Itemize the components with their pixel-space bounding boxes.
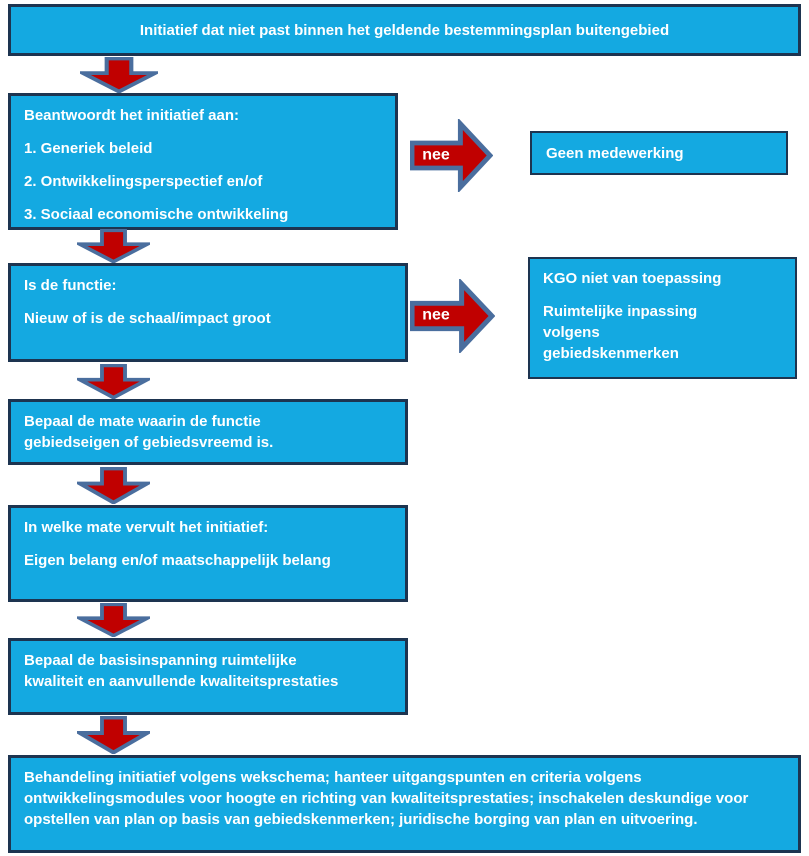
functie-box: Is de functie: Nieuw of is de schaal/imp… (8, 263, 408, 362)
nee-label-2: nee (422, 306, 450, 324)
title-box: Initiatief dat niet past binnen het geld… (8, 4, 801, 56)
right-arrow-icon (410, 279, 495, 353)
down-arrow-icon (77, 229, 150, 263)
behandeling-box: Behandeling initiatief volgens wekschema… (8, 755, 801, 853)
geen-medewerking-text: Geen medewerking (546, 144, 684, 162)
kgo-heading: KGO niet van toepassing (543, 270, 722, 287)
criteria-heading: Beantwoordt het initiatief aan: (24, 107, 240, 124)
down-arrow-icon (80, 57, 158, 93)
kgo-box: KGO niet van toepassing Ruimtelijke inpa… (528, 257, 797, 379)
down-arrow-2 (77, 229, 150, 263)
vervult-heading: In welke mate vervult het initiatief: (24, 519, 269, 536)
mate-text: Bepaal de mate waarin de functie gebieds… (24, 413, 274, 451)
behandeling-text: Behandeling initiatief volgens wekschema… (24, 769, 749, 828)
criteria-item-1: 1. Generiek beleid (24, 140, 153, 157)
criteria-box: Beantwoordt het initiatief aan: 1. Gener… (8, 93, 398, 230)
down-arrow-icon (77, 716, 150, 754)
down-arrow-1 (80, 57, 158, 93)
vervult-text: Eigen belang en/of maatschappelijk belan… (24, 552, 331, 569)
right-arrow-icon (410, 119, 493, 192)
down-arrow-4 (77, 467, 150, 504)
down-arrow-icon (77, 603, 150, 637)
criteria-item-2: 2. Ontwikkelingsperspectief en/of (24, 173, 263, 190)
basisinspanning-text: Bepaal de basisinspanning ruimtelijke kw… (24, 652, 339, 690)
title-text: Initiatief dat niet past binnen het geld… (139, 21, 670, 39)
down-arrow-6 (77, 716, 150, 754)
mate-box: Bepaal de mate waarin de functie gebieds… (8, 399, 408, 465)
down-arrow-3 (77, 364, 150, 399)
geen-medewerking-box: Geen medewerking (530, 131, 788, 175)
down-arrow-icon (77, 467, 150, 504)
basisinspanning-box: Bepaal de basisinspanning ruimtelijke kw… (8, 638, 408, 715)
kgo-text: Ruimtelijke inpassing volgens gebiedsken… (543, 303, 698, 362)
nee-label-1: nee (422, 145, 450, 163)
nee-arrow-1: nee (410, 119, 493, 192)
criteria-item-3: 3. Sociaal economische ontwikkeling (24, 206, 289, 223)
down-arrow-icon (77, 364, 150, 399)
nee-arrow-2: nee (410, 279, 495, 353)
functie-heading: Is de functie: (24, 277, 117, 294)
down-arrow-5 (77, 603, 150, 637)
functie-text: Nieuw of is de schaal/impact groot (24, 310, 271, 327)
vervult-box: In welke mate vervult het initiatief: Ei… (8, 505, 408, 602)
